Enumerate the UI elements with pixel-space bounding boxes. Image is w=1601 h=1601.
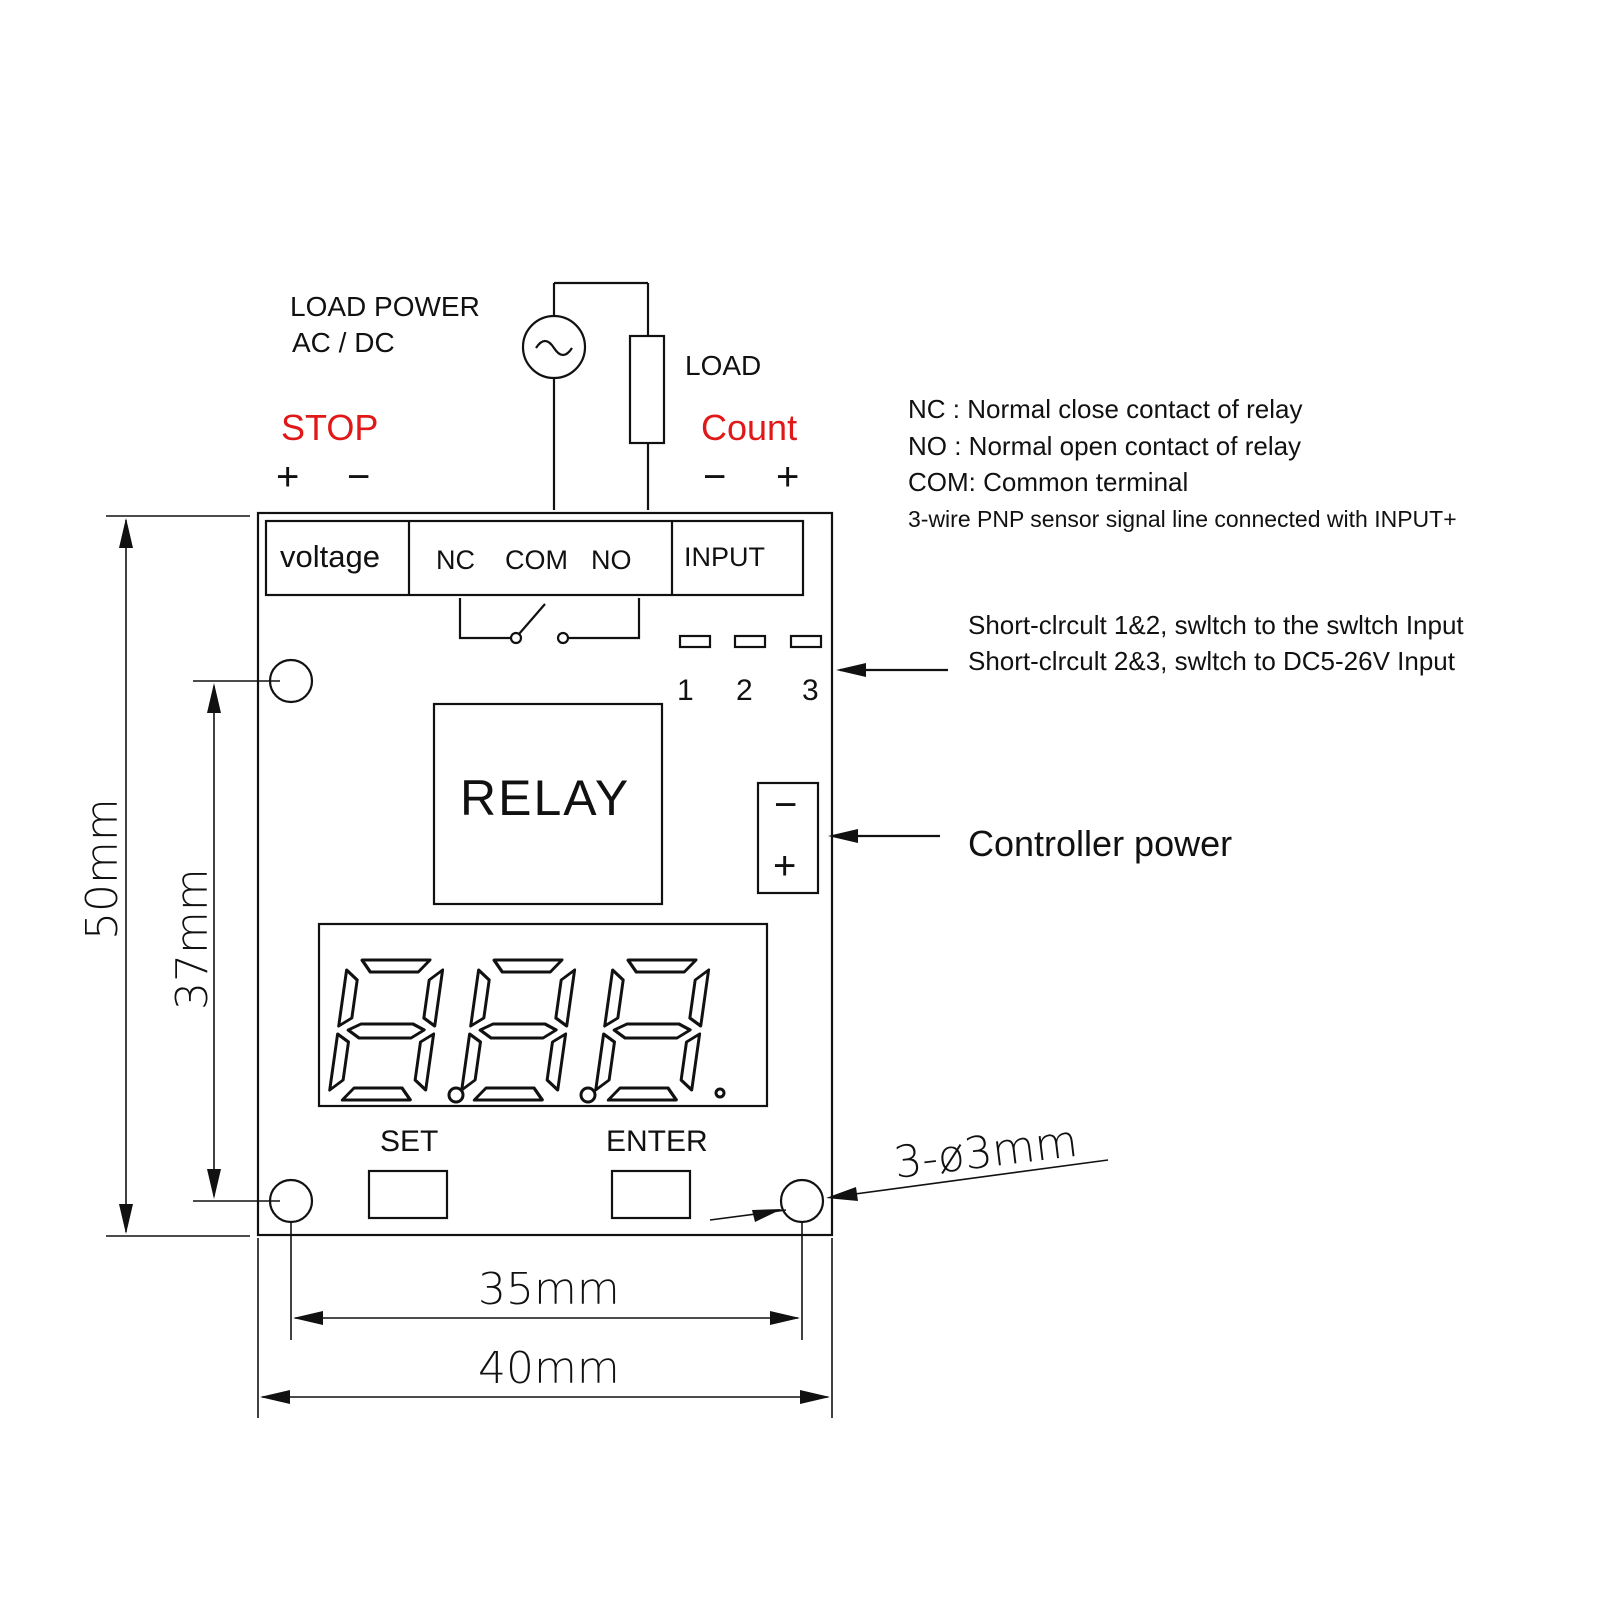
controller-power-arrow-icon <box>828 829 858 843</box>
terminal-voltage: voltage <box>280 539 380 574</box>
dim-width-label: 40mm <box>478 1343 620 1394</box>
dim-hole-spacing-label: 35mm <box>478 1264 620 1315</box>
note-no: NO : Normal open contact of relay <box>908 431 1301 461</box>
terminal-nc: NC <box>436 545 475 575</box>
controller-power-minus: − <box>774 783 797 827</box>
dim-hole-height-label: 37mm <box>167 868 218 1010</box>
led-display <box>317 922 769 1108</box>
jumper-note-1: Short-clrcult 1&2, swltch to the swltch … <box>968 610 1464 640</box>
note-nc: NC : Normal close contact of relay <box>908 394 1302 424</box>
load-resistor-symbol <box>628 334 666 445</box>
controller-power-plus: + <box>773 844 796 888</box>
note-com: COM: Common terminal <box>908 467 1188 497</box>
dim-arrow-right-icon <box>800 1390 830 1404</box>
count-minus: − <box>703 455 726 499</box>
dim-arrow-left-icon <box>260 1390 290 1404</box>
controller-power-label: Controller power <box>968 823 1232 864</box>
jumper-pin-2: 2 <box>736 674 753 707</box>
count-label: Count <box>701 407 797 448</box>
seven-segment-digits <box>328 958 726 1104</box>
set-button[interactable] <box>367 1169 449 1220</box>
count-plus: + <box>776 455 799 499</box>
enter-button[interactable] <box>610 1169 692 1220</box>
hole-arrow-icon <box>752 1209 782 1222</box>
load-power-type: AC / DC <box>292 327 395 358</box>
terminal-no: NO <box>591 545 632 575</box>
jumper-pins <box>678 634 823 649</box>
jumper-pin-1: 1 <box>677 674 694 707</box>
relay-label: RELAY <box>460 770 630 826</box>
dim-arrow-up-icon <box>119 518 133 548</box>
terminal-com: COM <box>505 545 568 575</box>
stop-label: STOP <box>281 407 378 448</box>
dim-arrow-down-icon <box>119 1204 133 1234</box>
dim-arrow-down-icon <box>207 1169 221 1199</box>
load-circuit <box>521 281 666 510</box>
note-pnp: 3-wire PNP sensor signal line connected … <box>908 506 1457 532</box>
set-button-label: SET <box>380 1125 438 1158</box>
jumper-note-2: Short-clrcult 2&3, swltch to DC5-26V Inp… <box>968 646 1456 676</box>
relay-contact-symbol <box>458 598 641 645</box>
terminal-input: INPUT <box>684 542 765 572</box>
dim-height-label: 50mm <box>77 798 128 940</box>
load-power-label: LOAD POWER <box>290 291 480 322</box>
jumper-pin-3: 3 <box>802 674 819 707</box>
mounting-hole-bottom-right <box>779 1178 825 1224</box>
dim-holes-label: 3-ø3mm <box>891 1116 1080 1189</box>
dim-arrow-right-icon <box>770 1311 800 1325</box>
stop-plus: + <box>276 455 299 499</box>
dim-arrow-left-icon <box>293 1311 323 1325</box>
enter-button-label: ENTER <box>606 1125 708 1158</box>
hole-arrow-icon <box>826 1187 858 1201</box>
stop-minus: − <box>347 455 370 499</box>
jumper-arrow-icon <box>836 663 866 677</box>
load-label: LOAD <box>685 350 761 381</box>
terminal-block <box>264 519 805 597</box>
dim-arrow-up-icon <box>207 683 221 713</box>
relay-component <box>432 702 664 906</box>
board-outline <box>256 511 834 1237</box>
controller-power-connector <box>756 781 820 895</box>
